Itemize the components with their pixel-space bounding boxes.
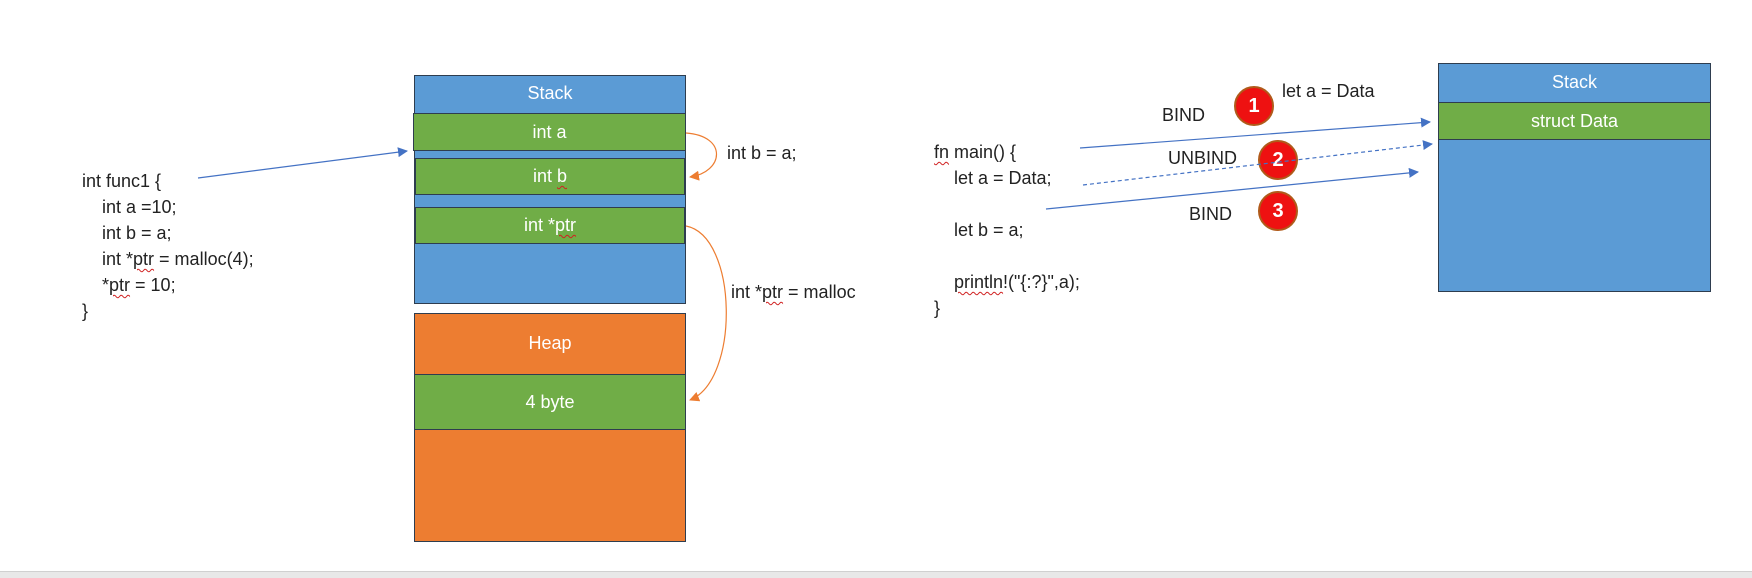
rust-code-line: } xyxy=(934,298,941,318)
c-code-line: *ptr = 10; xyxy=(82,272,254,298)
c-code-text: ptr xyxy=(109,275,131,295)
rust-code-text: !("{:?}",a); xyxy=(1003,272,1080,292)
rust-code-block: fn main() { let a = Data; let b = a; pri… xyxy=(934,113,1080,347)
copy-curve-arrow xyxy=(685,132,717,181)
cell-text: b xyxy=(557,166,568,186)
stack-cell-int-a: int a xyxy=(413,113,686,151)
bind-label-3: BIND xyxy=(1189,204,1233,224)
cell-text: int * xyxy=(523,215,555,235)
cell-text: ptr xyxy=(555,215,577,235)
rust-code-text: main() { xyxy=(949,142,1017,162)
stack-cell-int-ptr: int *ptr xyxy=(415,207,685,244)
unbind-arrow-2 xyxy=(1082,140,1433,186)
c-code-line: } xyxy=(82,301,89,321)
c-code-text: = malloc(4); xyxy=(154,249,254,269)
malloc-annotation: int *ptr = malloc xyxy=(731,282,856,303)
unbind-label: UNBIND xyxy=(1168,148,1238,168)
bind-arrow-1 xyxy=(1079,117,1431,149)
let-a-label: let a = Data xyxy=(1282,81,1375,101)
rust-code-line: let b = a; xyxy=(934,220,1024,240)
c-code-block: int func1 { int a =10; int b = a; int *p… xyxy=(82,142,254,350)
copy-annotation: int b = a; xyxy=(727,143,797,163)
right-stack-box xyxy=(1438,63,1711,292)
c-code-line: int a =10; xyxy=(82,197,177,217)
c-code-text: * xyxy=(82,275,110,295)
annotation-text: ptr xyxy=(762,282,784,302)
stack-cell-struct-data: struct Data xyxy=(1438,102,1711,140)
rust-code-text: fn xyxy=(934,142,950,162)
pointer-curve-arrow xyxy=(685,225,727,402)
c-code-line: int func1 { xyxy=(82,171,162,191)
step-badge-3: 3 xyxy=(1258,191,1298,231)
bottom-scrollbar-strip xyxy=(0,571,1752,578)
left-stack-title: Stack xyxy=(527,82,573,103)
c-code-text: = 10; xyxy=(130,275,176,295)
c-code-line: int b = a; xyxy=(82,223,172,243)
rust-code-line: fn main() { xyxy=(934,139,1080,165)
bind-arrow-3 xyxy=(1045,167,1419,210)
rust-code-text: println xyxy=(954,272,1004,292)
c-code-text: int * xyxy=(82,249,134,269)
c-code-text: ptr xyxy=(133,249,155,269)
stack-cell-int-b: int b xyxy=(415,158,685,195)
rust-code-line: let a = Data; xyxy=(934,168,1052,188)
cell-text: int xyxy=(532,166,557,186)
c-code-line: int *ptr = malloc(4); xyxy=(82,246,254,272)
code-to-stack-arrow xyxy=(197,147,408,179)
step-badge-2: 2 xyxy=(1258,140,1298,180)
rust-code-line: println!("{:?}",a); xyxy=(934,269,1080,295)
step-badge-1: 1 xyxy=(1234,86,1274,126)
heap-cell-4-byte: 4 byte xyxy=(414,374,686,430)
bind-label-1: BIND xyxy=(1162,105,1206,125)
annotation-text: int * xyxy=(731,282,763,302)
heap-title: Heap xyxy=(528,332,572,353)
annotation-text: = malloc xyxy=(783,282,856,302)
right-stack-title: Stack xyxy=(1551,71,1598,92)
